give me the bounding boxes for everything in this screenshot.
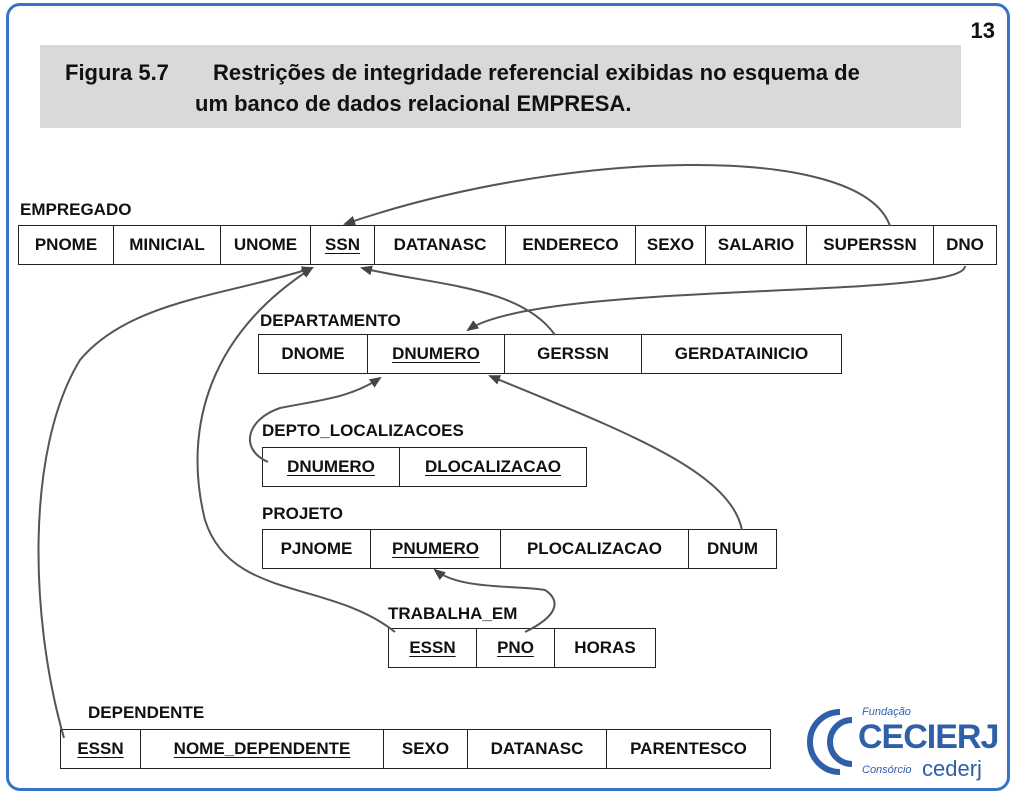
caption-line-2: um banco de dados relacional EMPRESA. (195, 91, 632, 116)
attr-nome-dependente-pk: NOME_DEPENDENTE (141, 730, 384, 768)
attr-parentesco: PARENTESCO (630, 739, 747, 758)
attr-dnum: DNUM (707, 539, 758, 558)
relation-empregado: PNOME MINICIAL UNOME SSN DATANASC ENDERE… (18, 225, 997, 265)
attr-sexo: SEXO (384, 730, 468, 768)
relation-name-dependente: DEPENDENTE (88, 703, 205, 722)
fk-superssn-to-ssn (343, 163, 891, 227)
relation-dependente: ESSN NOME_DEPENDENTE SEXO DATANASC PAREN… (60, 729, 771, 769)
logo-fundacao-text: Fundação (862, 706, 911, 718)
attr-horas: HORAS (574, 638, 636, 657)
attr-dnumero-pk: DNUMERO (263, 448, 400, 486)
attr-pnumero-pk: PNUMERO (371, 530, 501, 568)
fk-dnum-to-dnumero (488, 375, 743, 531)
attr-superssn: SUPERSSN (807, 226, 934, 264)
attr-pjnome: PJNOME (263, 530, 371, 568)
relation-departamento: DNOME DNUMERO GERSSN GERDATAINICIO (258, 334, 842, 374)
attr-plocalizacao: PLOCALIZACAO (501, 530, 689, 568)
attr-gerdatainicio: GERDATAINICIO (674, 344, 809, 363)
attr-sexo: SEXO (636, 226, 706, 264)
cecierj-emblem-icon (807, 709, 853, 775)
figure-caption: Figura 5.7 Restrições de integridade ref… (40, 45, 961, 128)
relation-name-empregado: EMPREGADO (20, 200, 132, 219)
fk-pno-to-pnumero (433, 568, 556, 633)
attr-gerssn: GERSSN (505, 335, 642, 373)
fk-deptoloc-dnumero-to-dnumero (249, 376, 382, 463)
page-number: 13 (970, 18, 995, 43)
fk-dependente-essn-to-ssn (37, 266, 314, 739)
fk-trabalha-essn-to-ssn (196, 266, 396, 633)
relation-name-projeto: PROJETO (262, 504, 343, 523)
attr-dnumero-pk: DNUMERO (368, 335, 505, 373)
caption-figure-number: Figura 5.7 (65, 60, 169, 85)
relation-projeto: PJNOME PNUMERO PLOCALIZACAO DNUM (262, 529, 777, 569)
attr-datanasc: DATANASC (468, 730, 607, 768)
attr-dlocalizacao-pk: DLOCALIZACAO (425, 457, 561, 476)
attr-dno: DNO (946, 235, 984, 254)
logo-cederj-text: cederj (922, 756, 982, 781)
attr-endereco: ENDERECO (506, 226, 636, 264)
attr-dnome: DNOME (259, 335, 368, 373)
attr-essn-pk: ESSN (389, 629, 477, 667)
attr-minicial: MINICIAL (114, 226, 221, 264)
attr-pno-pk: PNO (477, 629, 555, 667)
attr-essn-pk: ESSN (61, 730, 141, 768)
attr-pnome: PNOME (19, 226, 114, 264)
fk-dno-to-dnumero (466, 265, 966, 332)
relation-name-departamento: DEPARTAMENTO (260, 311, 401, 330)
fk-gerssn-to-ssn (360, 265, 556, 336)
relation-name-depto-localizacoes: DEPTO_LOCALIZACOES (262, 421, 464, 440)
logo-consorcio-text: Consórcio (862, 764, 912, 776)
attr-salario: SALARIO (706, 226, 807, 264)
relation-depto-localizacoes: DNUMERO DLOCALIZACAO (262, 447, 587, 487)
caption-line-1: Restrições de integridade referencial ex… (213, 60, 860, 85)
logo-cecierj-text: CECIERJ (858, 718, 999, 756)
cecierj-logo: Fundação CECIERJ Consórcio cederj (780, 700, 999, 790)
attr-datanasc: DATANASC (375, 226, 506, 264)
attr-ssn-pk: SSN (311, 226, 375, 264)
relation-trabalha-em: ESSN PNO HORAS (388, 628, 656, 668)
attr-unome: UNOME (221, 226, 311, 264)
relation-name-trabalha-em: TRABALHA_EM (388, 604, 518, 623)
